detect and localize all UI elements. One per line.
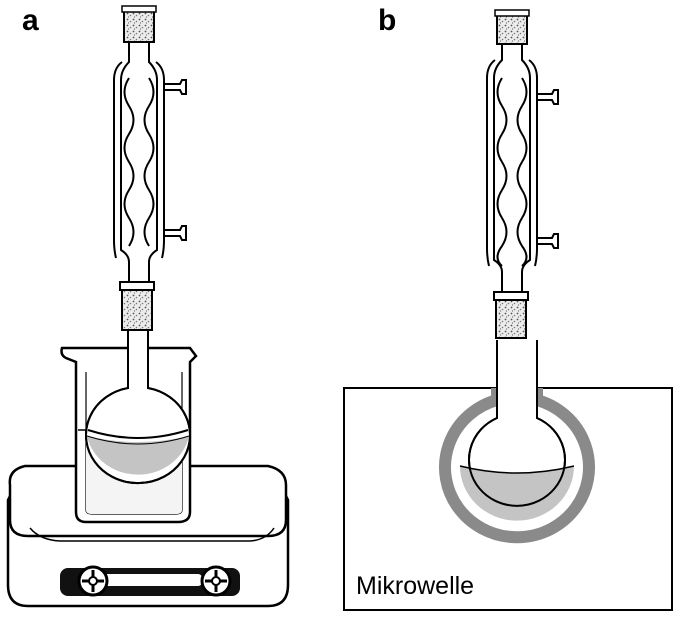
reflux-condenser-b xyxy=(486,42,559,292)
panel-a-label: a xyxy=(22,4,39,37)
ground-glass-joint-a xyxy=(119,281,155,331)
microwave-label: Mikrowelle xyxy=(356,572,475,600)
microwave-field-ring xyxy=(439,388,595,544)
ground-glass-joint-b xyxy=(493,291,529,339)
knob-right xyxy=(200,565,232,597)
panel-b-label: b xyxy=(378,4,397,37)
reflux-condenser-a xyxy=(113,40,187,282)
panel-b-setup xyxy=(343,9,673,611)
knob-left xyxy=(77,565,109,597)
top-stopper-a xyxy=(121,5,157,43)
top-stopper-b xyxy=(494,9,530,45)
round-bottom-flask-a xyxy=(85,330,191,485)
round-bottom-flask-b xyxy=(459,340,575,521)
panel-a-setup xyxy=(6,5,290,608)
display-window xyxy=(98,574,202,586)
